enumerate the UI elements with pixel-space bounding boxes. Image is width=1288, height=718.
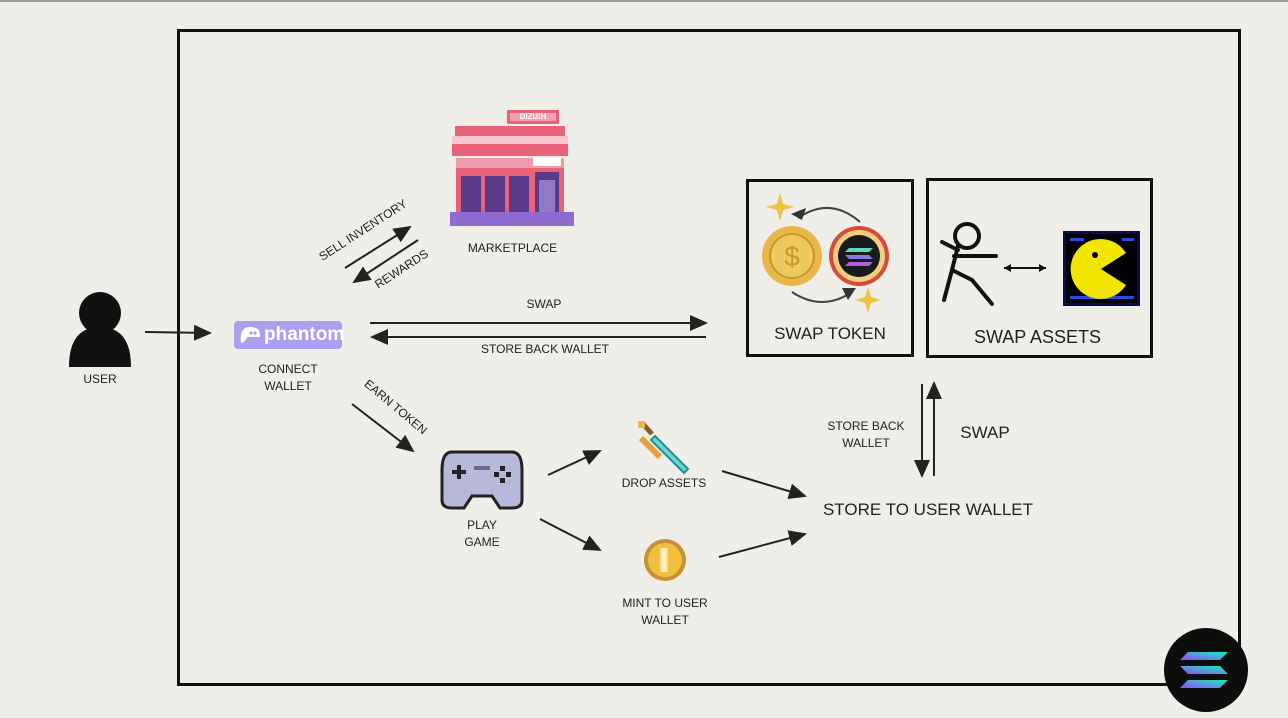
phantom-wordmark: phantom [264,324,345,345]
swap-right-label: SWAP [960,423,1010,442]
swap-token-label: SWAP TOKEN [774,324,886,343]
top-divider [0,0,1288,2]
arrow-mint-to-wallet [718,530,807,558]
phantom-logo[interactable]: phantom [234,321,345,349]
store-to-user-wallet-label: STORE TO USER WALLET [822,500,1034,519]
drop-assets-label: DROP ASSETS [621,476,707,490]
marketplace-sign: DIZUIH [519,112,547,121]
user-label: USER [83,372,117,386]
store-back-wallet-right-label: STORE BACK WALLET [827,419,905,450]
arrow-sell-inventory [344,225,412,269]
arrow-drop-to-wallet [721,470,807,500]
arrow-user-to-phantom [144,324,212,341]
marketplace-label: MARKETPLACE [467,241,558,255]
mint-to-user-wallet-label: MINT TO USER WALLET [622,596,708,627]
diagram-frame [177,29,1241,686]
arrow-earn-token [351,403,415,453]
arrow-rewards [352,239,419,284]
arrow-to-drop-assets [547,450,602,476]
store-back-wallet-top-label: STORE BACK WALLET [480,342,610,356]
connect-wallet-label: CONNECT WALLET [258,362,318,393]
arrow-to-mint [539,518,602,551]
play-game-label: PLAY GAME [464,518,500,549]
swap-assets-label: SWAP ASSETS [973,327,1102,347]
phantom-ghost-icon [239,325,261,345]
swap-top-label: SWAP [526,297,562,311]
